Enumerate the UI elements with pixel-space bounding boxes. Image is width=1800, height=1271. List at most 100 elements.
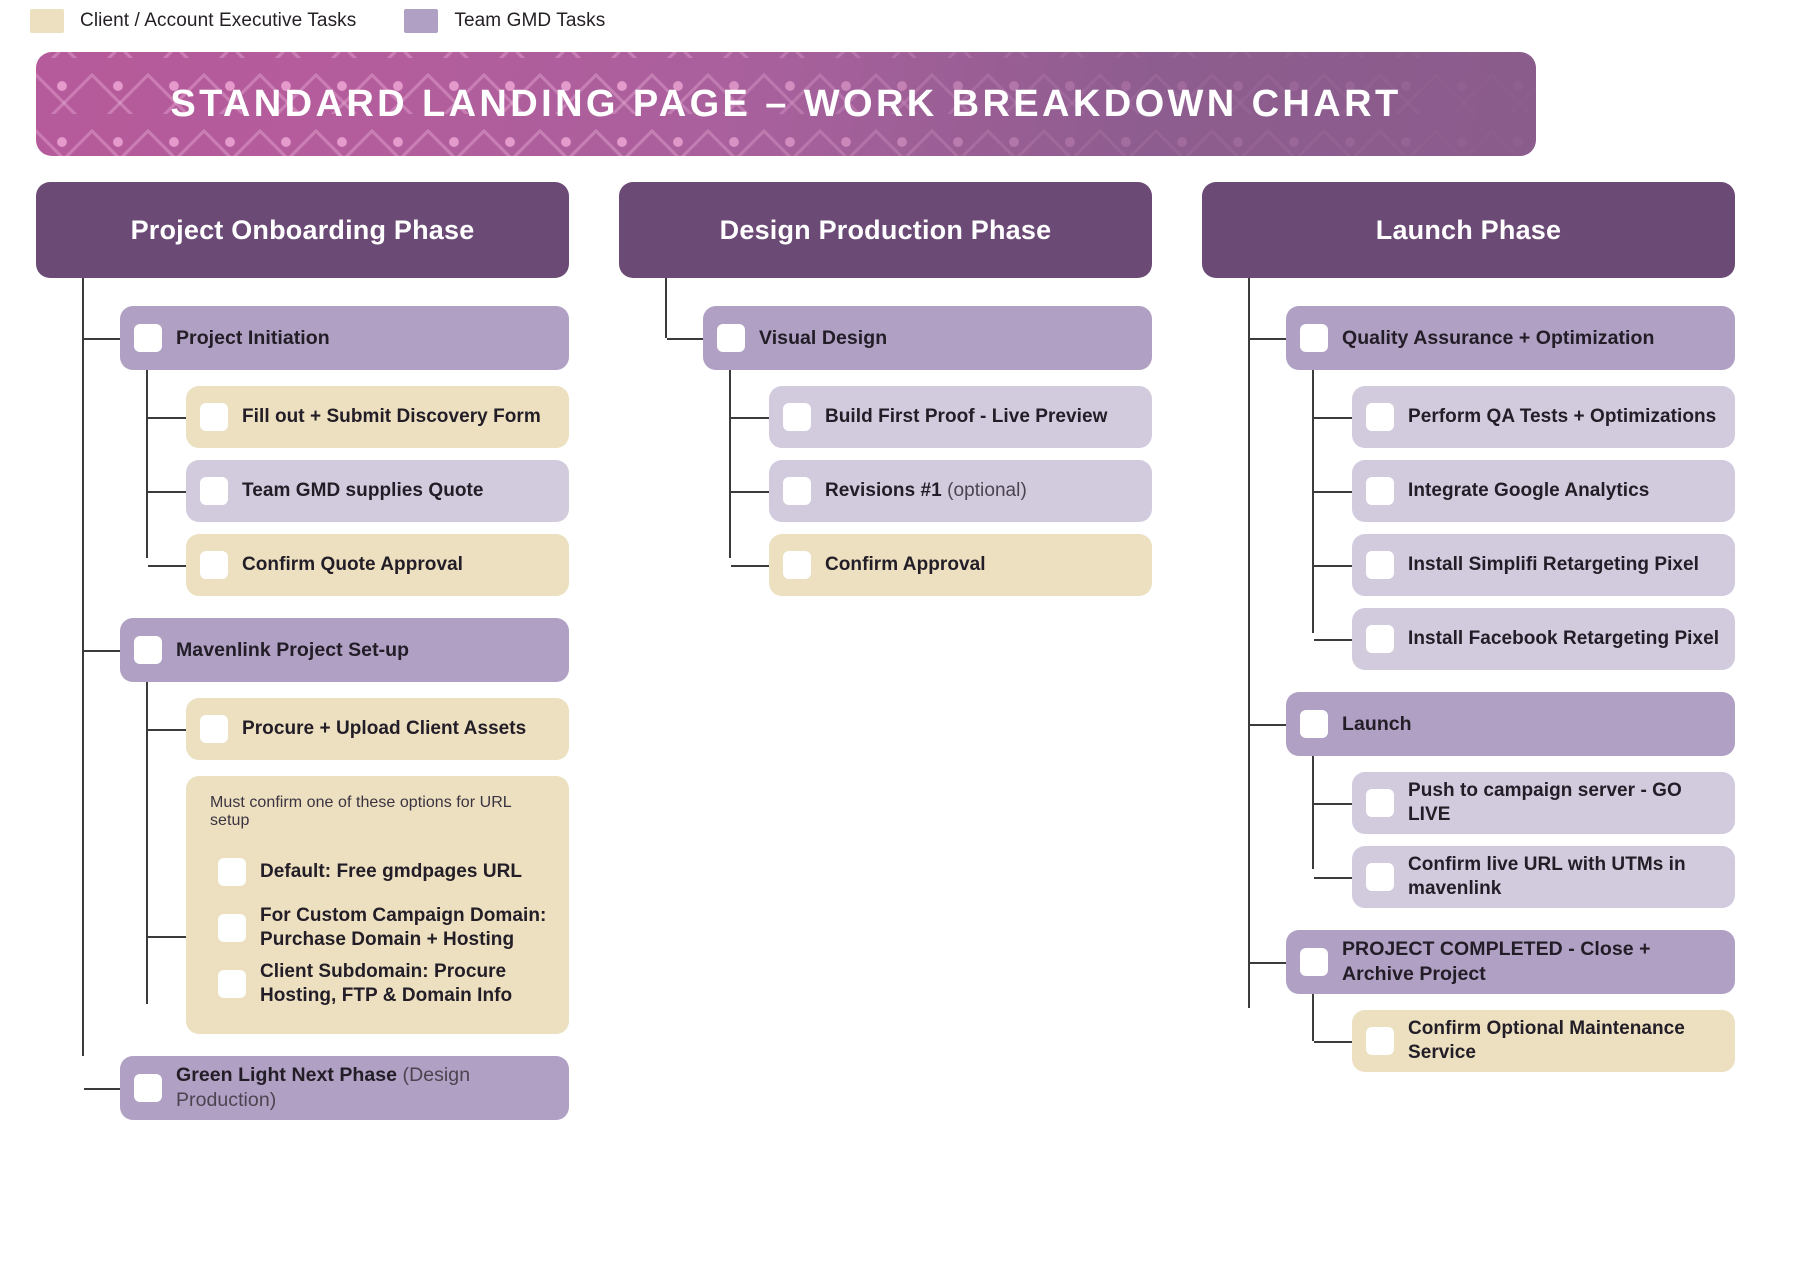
task-box-level2[interactable]: Build First Proof - Live Preview [769,386,1152,448]
subtree-project-initiation: Fill out + Submit Discovery Form Team GM… [146,370,569,596]
node-project-initiation[interactable]: Project Initiation [84,306,569,370]
node-visual-design[interactable]: Visual Design [667,306,1152,370]
task-box-level2[interactable]: Perform QA Tests + Optimizations [1352,386,1735,448]
task-box-level2[interactable]: Fill out + Submit Discovery Form [186,386,569,448]
node-confirm-optional-maintenance[interactable]: Confirm Optional Maintenance Service [1314,1010,1735,1072]
task-label: Visual Design [759,326,888,349]
task-label: Confirm Optional Maintenance Service [1408,1018,1685,1063]
node-build-first-proof[interactable]: Build First Proof - Live Preview [731,386,1152,448]
legend: Client / Account Executive Tasks Team GM… [30,8,605,34]
option-client-subdomain[interactable]: Client Subdomain: Procure Hosting, FTP &… [200,956,555,1012]
checkbox-icon[interactable] [200,477,228,505]
checkbox-icon[interactable] [134,324,162,352]
checkbox-icon[interactable] [1300,710,1328,738]
legend-item-gmd: Team GMD Tasks [404,9,605,33]
connector-elbow [148,417,186,419]
checkbox-icon[interactable] [783,551,811,579]
task-box-level1[interactable]: Launch [1286,692,1735,756]
node-revisions-1[interactable]: Revisions #1 (optional) [731,460,1152,522]
checkbox-icon[interactable] [1366,1027,1394,1055]
checkbox-icon[interactable] [1366,625,1394,653]
node-install-simplifi-pixel[interactable]: Install Simplifi Retargeting Pixel [1314,534,1735,596]
phase-header-onboarding: Project Onboarding Phase [36,182,569,278]
task-label: Launch [1342,712,1412,735]
task-box-level1[interactable]: Quality Assurance + Optimization [1286,306,1735,370]
option-custom-campaign-domain[interactable]: For Custom Campaign Domain: Purchase Dom… [200,900,555,956]
checkbox-icon[interactable] [1366,403,1394,431]
checkbox-icon[interactable] [218,914,246,942]
checkbox-icon[interactable] [783,403,811,431]
task-label: Mavenlink Project Set-up [176,638,410,661]
phase-header-design-production: Design Production Phase [619,182,1152,278]
legend-swatch-gmd-icon [404,9,439,33]
option-default-url[interactable]: Default: Free gmdpages URL [200,844,555,900]
checkbox-icon[interactable] [1300,324,1328,352]
connector-elbow [148,729,186,731]
node-launch[interactable]: Launch [1250,692,1735,756]
task-box-level1[interactable]: PROJECT COMPLETED - Close + Archive Proj… [1286,930,1735,994]
task-box-level1[interactable]: Visual Design [703,306,1152,370]
checkbox-icon[interactable] [218,970,246,998]
checkbox-icon[interactable] [218,858,246,886]
task-box-level2[interactable]: Confirm live URL with UTMs in mavenlink [1352,846,1735,908]
checkbox-icon[interactable] [1366,789,1394,817]
checkbox-icon[interactable] [1366,551,1394,579]
connector-elbow [1250,724,1286,726]
legend-swatch-client-icon [30,9,64,33]
option-label: For Custom Campaign Domain: Purchase Dom… [260,905,547,950]
task-box-level2[interactable]: Integrate Google Analytics [1352,460,1735,522]
checkbox-icon[interactable] [1366,863,1394,891]
connector-elbow [148,491,186,493]
node-integrate-google-analytics[interactable]: Integrate Google Analytics [1314,460,1735,522]
task-box-level2[interactable]: Revisions #1 (optional) [769,460,1152,522]
node-quality-assurance[interactable]: Quality Assurance + Optimization [1250,306,1735,370]
task-box-level2[interactable]: Confirm Approval [769,534,1152,596]
title-banner: STANDARD LANDING PAGE – WORK BREAKDOWN C… [36,52,1536,156]
node-discovery-form[interactable]: Fill out + Submit Discovery Form [148,386,569,448]
task-box-level2[interactable]: Install Simplifi Retargeting Pixel [1352,534,1735,596]
node-procure-client-assets[interactable]: Procure + Upload Client Assets [148,698,569,760]
connector-elbow [1314,491,1352,493]
checkbox-icon[interactable] [134,1074,162,1102]
connector-elbow [1314,1041,1352,1043]
node-gmd-quote[interactable]: Team GMD supplies Quote [148,460,569,522]
task-box-level2[interactable]: Confirm Quote Approval [186,534,569,596]
node-install-facebook-pixel[interactable]: Install Facebook Retargeting Pixel [1314,608,1735,670]
task-box-level2[interactable]: Team GMD supplies Quote [186,460,569,522]
node-push-to-campaign-server[interactable]: Push to campaign server - GO LIVE [1314,772,1735,834]
checkbox-icon[interactable] [200,715,228,743]
checkbox-icon[interactable] [783,477,811,505]
task-box-level1[interactable]: Green Light Next Phase (Design Productio… [120,1056,569,1120]
subtree-project-completed: Confirm Optional Maintenance Service [1312,994,1735,1072]
option-label: Client Subdomain: Procure Hosting, FTP &… [260,961,513,1006]
option-label: Default: Free gmdpages URL [260,861,523,883]
legend-item-client: Client / Account Executive Tasks [30,9,356,33]
node-confirm-live-url[interactable]: Confirm live URL with UTMs in mavenlink [1314,846,1735,908]
task-box-level2[interactable]: Confirm Optional Maintenance Service [1352,1010,1735,1072]
task-box-level2[interactable]: Install Facebook Retargeting Pixel [1352,608,1735,670]
group-box-url-setup: Must confirm one of these options for UR… [186,776,569,1034]
node-confirm-approval[interactable]: Confirm Approval [731,534,1152,596]
checkbox-icon[interactable] [1300,948,1328,976]
node-url-setup-options[interactable]: Must confirm one of these options for UR… [148,776,569,1034]
task-box-level1[interactable]: Mavenlink Project Set-up [120,618,569,682]
column-project-onboarding: Project Onboarding Phase Project Initiat… [36,182,569,1120]
task-label: Confirm live URL with UTMs in mavenlink [1408,854,1686,899]
connector-elbow [731,565,769,567]
checkbox-icon[interactable] [717,324,745,352]
checkbox-icon[interactable] [200,551,228,579]
node-confirm-quote-approval[interactable]: Confirm Quote Approval [148,534,569,596]
node-green-light-next-phase[interactable]: Green Light Next Phase (Design Productio… [84,1056,569,1120]
trunk-line-onboarding [82,278,84,1056]
subtree-mavenlink-setup: Procure + Upload Client Assets Must conf… [146,682,569,1034]
checkbox-icon[interactable] [1366,477,1394,505]
checkbox-icon[interactable] [200,403,228,431]
checkbox-icon[interactable] [134,636,162,664]
task-box-level2[interactable]: Push to campaign server - GO LIVE [1352,772,1735,834]
task-box-level2[interactable]: Procure + Upload Client Assets [186,698,569,760]
node-mavenlink-setup[interactable]: Mavenlink Project Set-up [84,618,569,682]
node-perform-qa-tests[interactable]: Perform QA Tests + Optimizations [1314,386,1735,448]
task-box-level1[interactable]: Project Initiation [120,306,569,370]
task-label: Integrate Google Analytics [1408,480,1650,502]
node-project-completed[interactable]: PROJECT COMPLETED - Close + Archive Proj… [1250,930,1735,994]
